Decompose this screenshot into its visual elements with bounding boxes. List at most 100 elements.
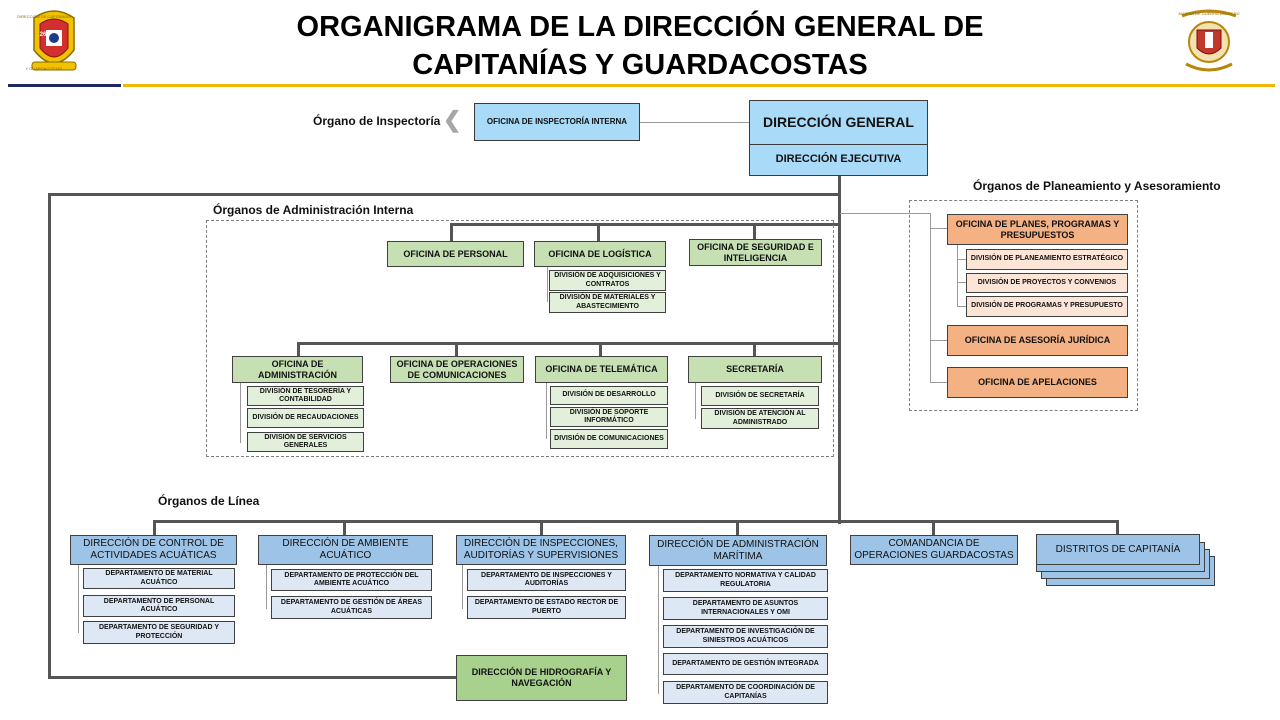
- title-line-2: CAPITANÍAS Y GUARDACOSTAS: [412, 49, 868, 81]
- box-seguridad[interactable]: OFICINA DE SEGURIDAD E INTELIGENCIA: [689, 239, 822, 266]
- connector: [343, 520, 346, 535]
- connector: [1116, 520, 1119, 535]
- connector: [540, 520, 543, 535]
- box-comandancia[interactable]: COMANDANCIA DE OPERACIONES GUARDACOSTAS: [850, 535, 1018, 565]
- connector: [957, 282, 966, 283]
- connector: [957, 306, 966, 307]
- box-inspecciones[interactable]: DIRECCIÓN DE INSPECCIONES, AUDITORÍAS Y …: [456, 535, 626, 565]
- header-rule-gold: [123, 84, 1275, 87]
- box-dep-inspecciones[interactable]: DEPARTAMENTO DE INSPECCIONES Y AUDITORÍA…: [467, 569, 626, 591]
- box-planes[interactable]: OFICINA DE PLANES, PROGRAMAS Y PRESUPUES…: [947, 214, 1128, 245]
- connector: [930, 228, 948, 229]
- connector: [297, 342, 840, 345]
- box-administracion-maritima[interactable]: DIRECCIÓN DE ADMINISTRACIÓN MARÍTIMA: [649, 535, 827, 566]
- connector: [48, 193, 840, 196]
- connector: [462, 565, 463, 609]
- box-div-servicios[interactable]: DIVISIÓN DE SERVICIOS GENERALES: [247, 432, 364, 452]
- connector: [450, 223, 453, 241]
- box-div-desarrollo[interactable]: DIVISIÓN DE DESARROLLO: [550, 386, 668, 405]
- connector: [930, 340, 948, 341]
- left-logo: [28, 6, 80, 78]
- connector: [547, 266, 548, 302]
- connector: [78, 565, 79, 633]
- connector: [153, 520, 1119, 523]
- connector: [48, 676, 457, 679]
- box-hidrografia[interactable]: DIRECCIÓN DE HIDROGRAFÍA Y NAVEGACIÓN: [456, 655, 627, 701]
- box-ambiente-acuatico[interactable]: DIRECCIÓN DE AMBIENTE ACUÁTICO: [258, 535, 433, 565]
- admin-group-frame: [206, 220, 834, 457]
- connector: [930, 213, 931, 383]
- left-logo-number: 26: [39, 32, 47, 38]
- connector: [597, 223, 600, 241]
- box-direccion-general[interactable]: DIRECCIÓN GENERAL: [749, 100, 928, 145]
- box-div-secretaria[interactable]: DIVISIÓN DE SECRETARÍA: [701, 386, 819, 406]
- box-div-comunicaciones[interactable]: DIVISIÓN DE COMUNICACIONES: [550, 429, 668, 449]
- connector: [599, 342, 602, 357]
- planeamiento-group-frame: [909, 200, 1138, 411]
- box-div-recaudaciones[interactable]: DIVISIÓN DE RECAUDACIONES: [247, 408, 364, 428]
- box-apelaciones[interactable]: OFICINA DE APELACIONES: [947, 367, 1128, 398]
- box-administracion[interactable]: OFICINA DE ADMINISTRACIÓN: [232, 356, 363, 383]
- box-div-soporte[interactable]: DIVISIÓN DE SOPORTE INFORMÁTICO: [550, 407, 668, 427]
- box-dep-proteccion[interactable]: DEPARTAMENTO DE PROTECCIÓN DEL AMBIENTE …: [271, 569, 432, 591]
- box-div-planeamiento[interactable]: DIVISIÓN DE PLANEAMIENTO ESTRATÉGICO: [966, 249, 1128, 270]
- connector: [153, 520, 156, 535]
- left-logo-label-2: Y GUARDACOSTAS: [25, 66, 63, 71]
- connector: [957, 259, 966, 260]
- header-rule-navy: [8, 84, 121, 87]
- box-dep-coordinacion[interactable]: DEPARTAMENTO DE COORDINACIÓN DE CAPITANÍ…: [663, 681, 828, 704]
- connector: [753, 342, 756, 357]
- box-div-proyectos[interactable]: DIVISIÓN DE PROYECTOS Y CONVENIOS: [966, 273, 1128, 293]
- connector: [48, 193, 51, 678]
- box-asesoria[interactable]: OFICINA DE ASESORÍA JURÍDICA: [947, 325, 1128, 356]
- box-secretaria[interactable]: SECRETARÍA: [688, 356, 822, 383]
- box-distritos[interactable]: DISTRITOS DE CAPITANÍA: [1036, 534, 1200, 565]
- box-div-atencion[interactable]: DIVISIÓN DE ATENCIÓN AL ADMINISTRADO: [701, 408, 819, 429]
- label-administracion: Órganos de Administración Interna: [213, 203, 414, 217]
- box-direccion-ejecutiva[interactable]: DIRECCIÓN EJECUTIVA: [749, 144, 928, 176]
- box-dep-investigacion[interactable]: DEPARTAMENTO DE INVESTIGACIÓN DE SINIEST…: [663, 625, 828, 648]
- connector: [297, 342, 300, 357]
- box-div-tesoreria[interactable]: DIVISIÓN DE TESORERÍA Y CONTABILIDAD: [247, 386, 364, 406]
- label-planeamiento: Órganos de Planeamiento y Asesoramiento: [973, 179, 1221, 193]
- connector: [266, 565, 267, 609]
- title-line-1: ORGANIGRAMA DE LA DIRECCIÓN GENERAL DE: [296, 11, 984, 43]
- box-dep-gestion-integrada[interactable]: DEPARTAMENTO DE GESTIÓN INTEGRADA: [663, 653, 828, 675]
- box-inspectoria-interna[interactable]: OFICINA DE INSPECTORÍA INTERNA: [474, 103, 640, 141]
- box-dep-gestion-areas[interactable]: DEPARTAMENTO DE GESTIÓN DE ÁREAS ACUÁTIC…: [271, 596, 432, 619]
- connector: [840, 213, 930, 214]
- box-dep-seguridad[interactable]: DEPARTAMENTO DE SEGURIDAD Y PROTECCIÓN: [83, 621, 235, 644]
- connector: [455, 342, 458, 357]
- connector: [736, 520, 739, 535]
- connector: [932, 520, 935, 535]
- box-personal[interactable]: OFICINA DE PERSONAL: [387, 241, 524, 267]
- box-dep-asuntos[interactable]: DEPARTAMENTO DE ASUNTOS INTERNACIONALES …: [663, 597, 828, 620]
- box-div-materiales[interactable]: DIVISIÓN DE MATERIALES Y ABASTECIMIENTO: [549, 292, 666, 313]
- box-logistica[interactable]: OFICINA DE LOGÍSTICA: [534, 241, 666, 267]
- connector: [450, 223, 840, 226]
- connector: [753, 223, 756, 241]
- box-dep-normativa[interactable]: DEPARTAMENTO NORMATIVA Y CALIDAD REGULAT…: [663, 569, 828, 592]
- box-control-actividades[interactable]: DIRECCIÓN DE CONTROL DE ACTIVIDADES ACUÁ…: [70, 535, 237, 565]
- connector: [546, 383, 547, 439]
- left-logo-label: DIRECCIÓN DE CAPITANÍAS: [17, 14, 71, 19]
- right-logo: [1172, 6, 1246, 78]
- box-telematica[interactable]: OFICINA DE TELEMÁTICA: [535, 356, 668, 383]
- box-div-programas[interactable]: DIVISIÓN DE PROGRAMAS Y PRESUPUESTO: [966, 296, 1128, 317]
- connector: [930, 382, 948, 383]
- box-operaciones-comunicaciones[interactable]: OFICINA DE OPERACIONES DE COMUNICACIONES: [390, 356, 524, 383]
- box-dep-estado-rector[interactable]: DEPARTAMENTO DE ESTADO RECTOR DE PUERTO: [467, 596, 626, 619]
- connector: [957, 245, 958, 307]
- label-inspectoria: Órgano de Inspectoría: [313, 114, 441, 128]
- page-title: ORGANIGRAMA DE LA DIRECCIÓN GENERAL DE C…: [240, 8, 1040, 84]
- connector: [695, 383, 696, 419]
- box-dep-personal[interactable]: DEPARTAMENTO DE PERSONAL ACUÁTICO: [83, 595, 235, 617]
- connector: [639, 122, 749, 123]
- connector: [838, 176, 841, 524]
- box-dep-material[interactable]: DEPARTAMENTO DE MATERIAL ACUÁTICO: [83, 568, 235, 589]
- chevron-left-icon: ❮: [443, 107, 462, 132]
- connector: [240, 383, 241, 443]
- connector: [658, 566, 659, 694]
- label-linea: Órganos de Línea: [158, 494, 260, 508]
- box-div-adquisiciones[interactable]: DIVISIÓN DE ADQUISICIONES Y CONTRATOS: [549, 270, 666, 291]
